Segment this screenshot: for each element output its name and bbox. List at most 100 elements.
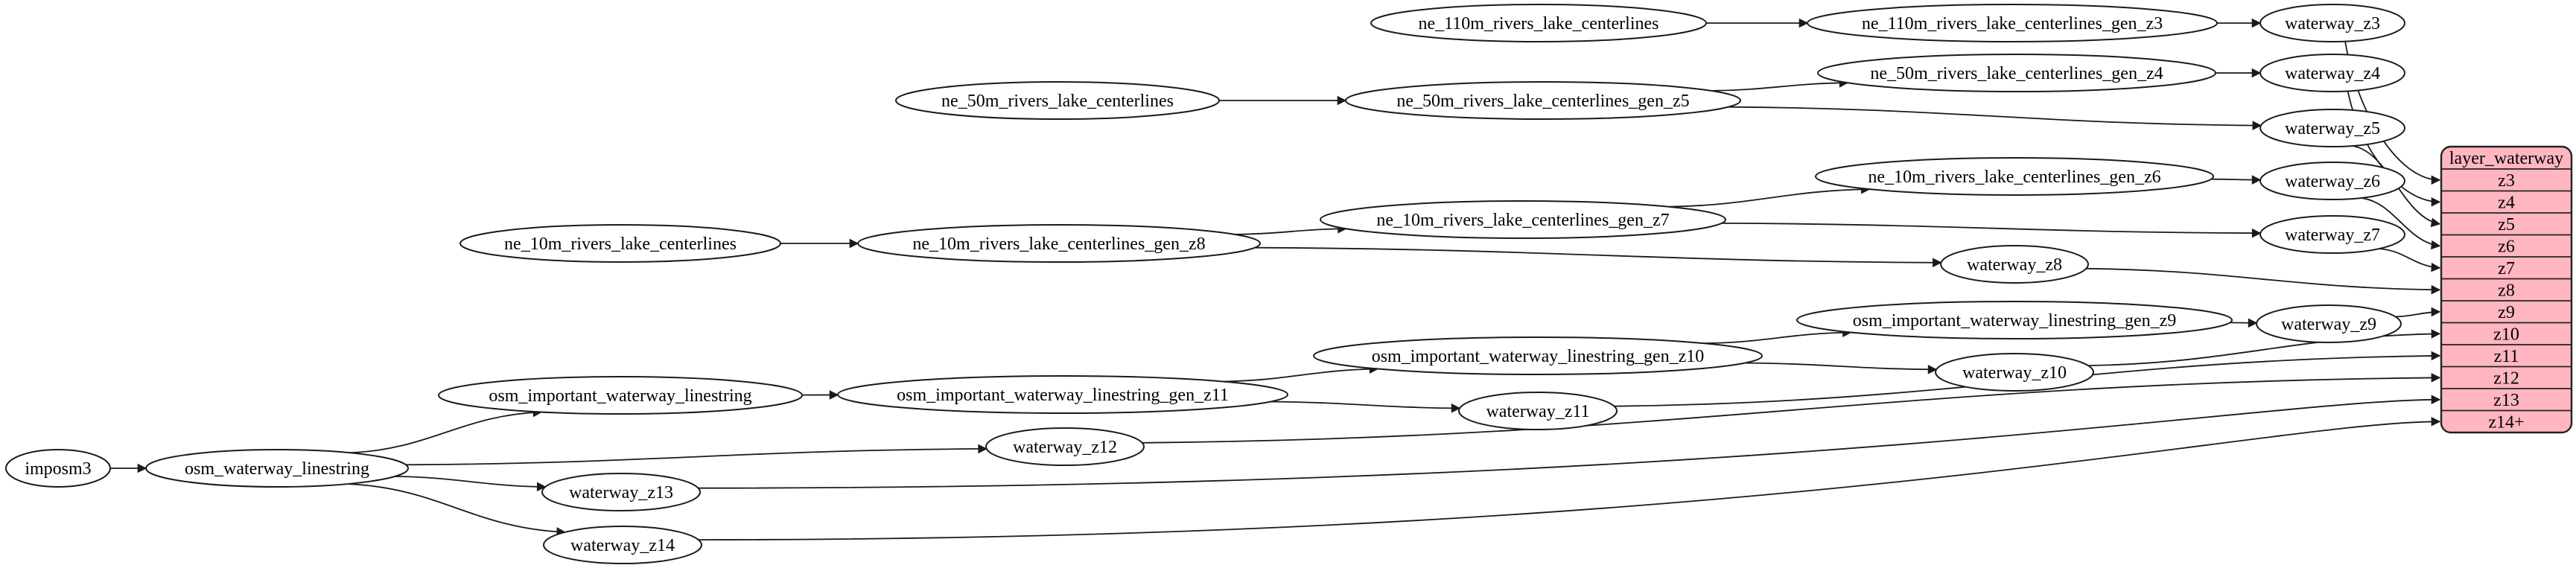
node-label: waterway_z6 — [2285, 172, 2380, 191]
edge-ne-10m-rivers-lake-centerlines-gen-z7-to-waterway-z7 — [1721, 223, 2262, 238]
node-ellipse — [2259, 162, 2405, 200]
node-ellipse — [2259, 109, 2405, 147]
node-label: ne_10m_rivers_lake_centerlines — [504, 234, 737, 254]
table-row-z14plus: z14+ — [2488, 412, 2524, 432]
node-ellipse — [1370, 4, 1707, 42]
node-ne-10m-rivers-lake-centerlines-gen-z7: ne_10m_rivers_lake_centerlines_gen_z7 — [1320, 200, 1726, 239]
node-waterway-z11: waterway_z11 — [1458, 392, 1618, 430]
node-ne-110m-rivers-lake-centerlines: ne_110m_rivers_lake_centerlines — [1370, 4, 1707, 42]
edge-waterway-z10-to-layer-waterway-z10 — [2087, 329, 2441, 366]
table-row-z6: z6 — [2498, 237, 2515, 256]
table-row-z13: z13 — [2493, 391, 2519, 410]
node-ellipse — [2259, 54, 2405, 92]
node-ellipse — [5, 449, 111, 488]
node-label: osm_important_waterway_linestring_gen_z9 — [1853, 311, 2177, 331]
table-row-z8: z8 — [2498, 281, 2515, 300]
node-osm-important-waterway-linestring-gen-z9: osm_important_waterway_linestring_gen_z9 — [1796, 301, 2233, 339]
node-label: osm_important_waterway_linestring — [489, 386, 751, 406]
node-osm-important-waterway-linestring-gen-z10: osm_important_waterway_linestring_gen_z1… — [1313, 336, 1763, 375]
edge-ne-50m-rivers-lake-centerlines-gen-z5-to-ne-50m-rivers-lake-centerlines-gen-z4 — [1711, 78, 1849, 92]
node-label: imposm3 — [25, 459, 91, 479]
node-label: ne_50m_rivers_lake_centerlines_gen_z5 — [1396, 92, 1689, 111]
node-ellipse — [2256, 304, 2402, 343]
node-label: waterway_z11 — [1486, 402, 1589, 421]
table-title: layer_waterway — [2449, 149, 2563, 168]
node-waterway-z10: waterway_z10 — [1935, 353, 2094, 392]
node-waterway-z8: waterway_z8 — [1940, 245, 2089, 284]
node-label: waterway_z10 — [1962, 363, 2067, 383]
node-ellipse — [985, 427, 1145, 466]
node-ellipse — [1935, 353, 2094, 392]
node-ellipse — [438, 376, 803, 415]
node-ellipse — [1796, 301, 2233, 339]
edge-ne-10m-rivers-lake-centerlines-gen-z8-to-ne-10m-rivers-lake-centerlines-gen-z7 — [1235, 224, 1347, 235]
node-ellipse — [459, 224, 781, 263]
node-ne-10m-rivers-lake-centerlines: ne_10m_rivers_lake_centerlines — [459, 224, 781, 263]
edge-ne-10m-rivers-lake-centerlines-gen-z8-to-waterway-z8 — [1254, 246, 1942, 268]
table-row-z12: z12 — [2493, 368, 2519, 388]
node-ellipse — [895, 81, 1220, 120]
node-label: waterway_z12 — [1013, 438, 1117, 457]
table-row-z10: z10 — [2493, 325, 2519, 344]
edge-waterway-z7-to-layer-waterway-z7 — [2379, 248, 2441, 272]
node-ne-50m-rivers-lake-centerlines: ne_50m_rivers_lake_centerlines — [895, 81, 1220, 120]
node-label: waterway_z5 — [2285, 119, 2380, 138]
node-ellipse — [1345, 81, 1741, 120]
edges-layer — [110, 18, 2441, 540]
table-row-z11: z11 — [2494, 347, 2519, 366]
node-label: waterway_z7 — [2285, 226, 2380, 245]
node-imposm3: imposm3 — [5, 449, 111, 488]
node-label: waterway_z9 — [2281, 315, 2376, 334]
edge-osm-waterway-linestring-to-waterway-z14 — [347, 483, 567, 537]
table-row-z3: z3 — [2498, 171, 2515, 191]
edge-waterway-z12-to-layer-waterway-z12 — [1142, 373, 2441, 444]
node-waterway-z5: waterway_z5 — [2259, 109, 2405, 147]
table-row-z9: z9 — [2498, 303, 2515, 322]
node-waterway-z12: waterway_z12 — [985, 427, 1145, 466]
node-ellipse — [1815, 157, 2214, 196]
node-ne-110m-rivers-lake-centerlines-gen-z3: ne_110m_rivers_lake_centerlines_gen_z3 — [1807, 4, 2218, 42]
node-label: ne_110m_rivers_lake_centerlines_gen_z3 — [1862, 14, 2163, 33]
table-row-z4: z4 — [2498, 193, 2515, 212]
node-ellipse — [1817, 54, 2216, 92]
node-ellipse — [543, 526, 702, 564]
node-label: osm_important_waterway_linestring_gen_z1… — [1372, 347, 1705, 366]
nodes-layer: imposm3 osm_waterway_linestring osm_import… — [5, 4, 2405, 564]
node-ellipse — [837, 375, 1288, 414]
edge-waterway-z8-to-layer-waterway-z8 — [2086, 267, 2441, 295]
edge-osm-important-waterway-linestring-gen-z9-to-waterway-z9 — [2230, 318, 2258, 328]
node-label: ne_50m_rivers_lake_centerlines — [941, 92, 1174, 111]
node-ellipse — [1320, 200, 1726, 239]
table-row-z7: z7 — [2498, 259, 2515, 278]
node-ellipse — [857, 224, 1261, 263]
edge-osm-waterway-linestring-to-waterway-z13 — [395, 476, 547, 492]
node-ellipse — [1807, 4, 2218, 42]
node-osm-waterway-linestring: osm_waterway_linestring — [145, 449, 409, 488]
node-label: waterway_z3 — [2285, 14, 2380, 33]
node-label: ne_10m_rivers_lake_centerlines_gen_z7 — [1376, 211, 1669, 230]
node-ellipse — [1458, 392, 1618, 430]
edge-waterway-z6-to-layer-waterway-z6 — [2361, 197, 2441, 250]
edge-osm-important-waterway-linestring-gen-z11-to-waterway-z11 — [1270, 401, 1461, 413]
node-ellipse — [1940, 245, 2089, 284]
node-label: ne_50m_rivers_lake_centerlines_gen_z4 — [1870, 64, 2163, 83]
edge-osm-important-waterway-linestring-gen-z10-to-waterway-z10 — [1745, 362, 1938, 374]
node-waterway-z3: waterway_z3 — [2259, 4, 2405, 42]
edge-waterway-z9-to-layer-waterway-z9 — [2395, 307, 2441, 318]
node-label: waterway_z8 — [1967, 255, 2062, 275]
layer-waterway-table: layer_waterwayz3z4z5z6z7z8z9z10z11z12z13… — [2440, 145, 2573, 434]
node-waterway-z13: waterway_z13 — [541, 473, 701, 511]
node-ne-50m-rivers-lake-centerlines-gen-z5: ne_50m_rivers_lake_centerlines_gen_z5 — [1345, 81, 1741, 120]
table-frame — [2440, 145, 2573, 434]
node-osm-important-waterway-linestring-gen-z11: osm_important_waterway_linestring_gen_z1… — [837, 375, 1288, 414]
node-ne-10m-rivers-lake-centerlines-gen-z8: ne_10m_rivers_lake_centerlines_gen_z8 — [857, 224, 1261, 263]
node-label: osm_waterway_linestring — [185, 459, 369, 479]
edge-waterway-z13-to-layer-waterway-z13 — [698, 395, 2441, 489]
edge-ne-50m-rivers-lake-centerlines-gen-z5-to-waterway-z5 — [1728, 106, 2262, 130]
node-ne-50m-rivers-lake-centerlines-gen-z4: ne_50m_rivers_lake_centerlines_gen_z4 — [1817, 54, 2216, 92]
edge-ne-10m-rivers-lake-centerlines-gen-z7-to-ne-10m-rivers-lake-centerlines-gen-z6 — [1669, 184, 1871, 208]
node-waterway-z4: waterway_z4 — [2259, 54, 2405, 92]
node-ellipse — [2259, 215, 2405, 254]
